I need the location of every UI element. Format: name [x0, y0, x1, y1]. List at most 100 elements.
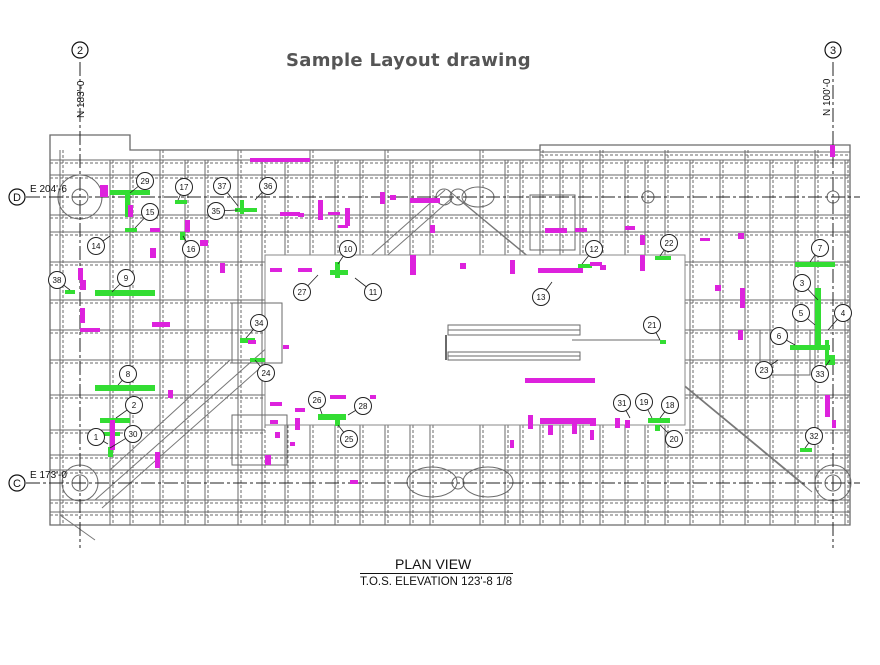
- callout-18[interactable]: 18: [659, 396, 679, 419]
- callout-25[interactable]: 25: [337, 424, 358, 448]
- highlight-magenta-member: [298, 268, 312, 272]
- callout-label: 32: [810, 432, 819, 441]
- callout-15[interactable]: 15: [134, 203, 159, 229]
- highlight-green-member: [648, 418, 670, 423]
- callout-23[interactable]: 23: [755, 359, 779, 379]
- highlight-magenta-member: [168, 390, 173, 398]
- callout-14[interactable]: 14: [87, 235, 111, 255]
- callout-label: 8: [126, 370, 131, 379]
- callout-35[interactable]: 35: [207, 202, 239, 220]
- callout-7[interactable]: 7: [809, 239, 829, 263]
- callout-label: 9: [124, 274, 129, 283]
- highlight-magenta-member: [738, 233, 744, 239]
- highlight-magenta-member: [270, 268, 282, 272]
- callout-9[interactable]: 9: [111, 269, 135, 293]
- highlight-magenta-member: [128, 205, 133, 217]
- highlight-magenta-member: [430, 225, 435, 233]
- highlight-green-member: [825, 340, 829, 356]
- grid-coord-2: N 183'-0: [76, 80, 87, 118]
- highlight-magenta-member: [270, 420, 278, 424]
- callout-36[interactable]: 36: [254, 177, 277, 201]
- callout-label: 3: [800, 279, 805, 288]
- highlight-magenta-member: [350, 480, 358, 484]
- plan-view-elevation: T.O.S. ELEVATION 123'-8 1/8: [360, 576, 512, 588]
- highlight-magenta-member: [538, 268, 583, 273]
- structural-linework: [49, 134, 852, 541]
- highlight-magenta-member: [298, 213, 304, 217]
- highlight-green-member: [125, 228, 137, 232]
- callout-13[interactable]: 13: [532, 281, 553, 306]
- highlight-green-member: [660, 340, 666, 344]
- callout-29[interactable]: 29: [129, 172, 154, 194]
- callout-5[interactable]: 5: [792, 304, 816, 326]
- callout-10[interactable]: 10: [337, 240, 357, 265]
- highlight-green-member: [125, 195, 130, 217]
- callout-30[interactable]: 30: [109, 425, 142, 449]
- callout-32[interactable]: 32: [804, 427, 823, 449]
- callout-21[interactable]: 21: [643, 316, 661, 341]
- callout-label: 12: [590, 245, 599, 254]
- highlight-magenta-member: [640, 235, 645, 245]
- callout-4[interactable]: 4: [827, 304, 852, 331]
- callout-label: 2: [132, 401, 137, 410]
- callout-label: 33: [816, 370, 825, 379]
- callout-2[interactable]: 2: [115, 396, 143, 419]
- highlight-green-member: [108, 447, 113, 457]
- highlight-green-member: [175, 200, 187, 204]
- grid-label-2: 2: [77, 45, 83, 57]
- callout-bubbles: 1234567891011121314151617181920212223242…: [48, 172, 852, 449]
- highlight-magenta-member: [295, 408, 305, 412]
- callout-19[interactable]: 19: [635, 393, 653, 419]
- callout-33[interactable]: 33: [811, 359, 831, 383]
- callout-31[interactable]: 31: [613, 394, 631, 419]
- callout-17[interactable]: 17: [175, 178, 193, 201]
- callout-12[interactable]: 12: [581, 240, 603, 265]
- callout-label: 11: [369, 288, 378, 297]
- highlight-magenta-member: [78, 268, 83, 280]
- highlight-magenta-member: [80, 280, 86, 290]
- highlight-magenta-member: [338, 225, 348, 228]
- highlight-magenta-member: [390, 195, 396, 200]
- callout-label: 29: [141, 177, 150, 186]
- highlight-magenta-member: [410, 255, 416, 275]
- callout-label: 37: [218, 182, 227, 191]
- callout-6[interactable]: 6: [770, 327, 796, 346]
- highlight-magenta-member: [590, 418, 596, 426]
- callout-22[interactable]: 22: [659, 234, 678, 257]
- callout-24[interactable]: 24: [254, 359, 275, 382]
- callout-28[interactable]: 28: [347, 397, 372, 416]
- highlight-magenta-member: [345, 208, 350, 226]
- callout-label: 24: [262, 369, 271, 378]
- callout-label: 28: [359, 402, 368, 411]
- highlight-magenta-member: [830, 145, 835, 157]
- callout-34[interactable]: 34: [245, 314, 268, 339]
- callout-20[interactable]: 20: [659, 424, 683, 448]
- highlight-magenta-member: [715, 285, 721, 291]
- callout-label: 20: [670, 435, 679, 444]
- grid-coord-3: N 100'-0: [822, 78, 833, 116]
- callout-16[interactable]: 16: [182, 235, 200, 258]
- callout-27[interactable]: 27: [293, 274, 319, 301]
- callout-label: 6: [777, 332, 782, 341]
- highlight-magenta-member: [248, 340, 256, 344]
- highlight-magenta-member: [220, 263, 225, 273]
- callout-label: 30: [129, 430, 138, 439]
- callout-8[interactable]: 8: [117, 365, 137, 386]
- callout-label: 10: [344, 245, 353, 254]
- callout-label: 14: [92, 242, 101, 251]
- callout-3[interactable]: 3: [793, 274, 819, 301]
- plan-view-title: PLAN VIEW T.O.S. ELEVATION 123'-8 1/8: [360, 556, 520, 588]
- callout-38[interactable]: 38: [48, 271, 71, 291]
- callout-1[interactable]: 1: [87, 428, 109, 446]
- callout-label: 7: [818, 244, 823, 253]
- callout-label: 15: [146, 208, 155, 217]
- highlight-magenta-member: [380, 192, 385, 204]
- highlight-green-member: [65, 290, 75, 294]
- highlight-magenta-member: [510, 440, 514, 448]
- callout-37[interactable]: 37: [213, 177, 239, 207]
- highlight-magenta-member: [625, 226, 635, 230]
- callout-11[interactable]: 11: [354, 277, 382, 301]
- callout-label: 21: [648, 321, 657, 330]
- callout-26[interactable]: 26: [308, 391, 326, 415]
